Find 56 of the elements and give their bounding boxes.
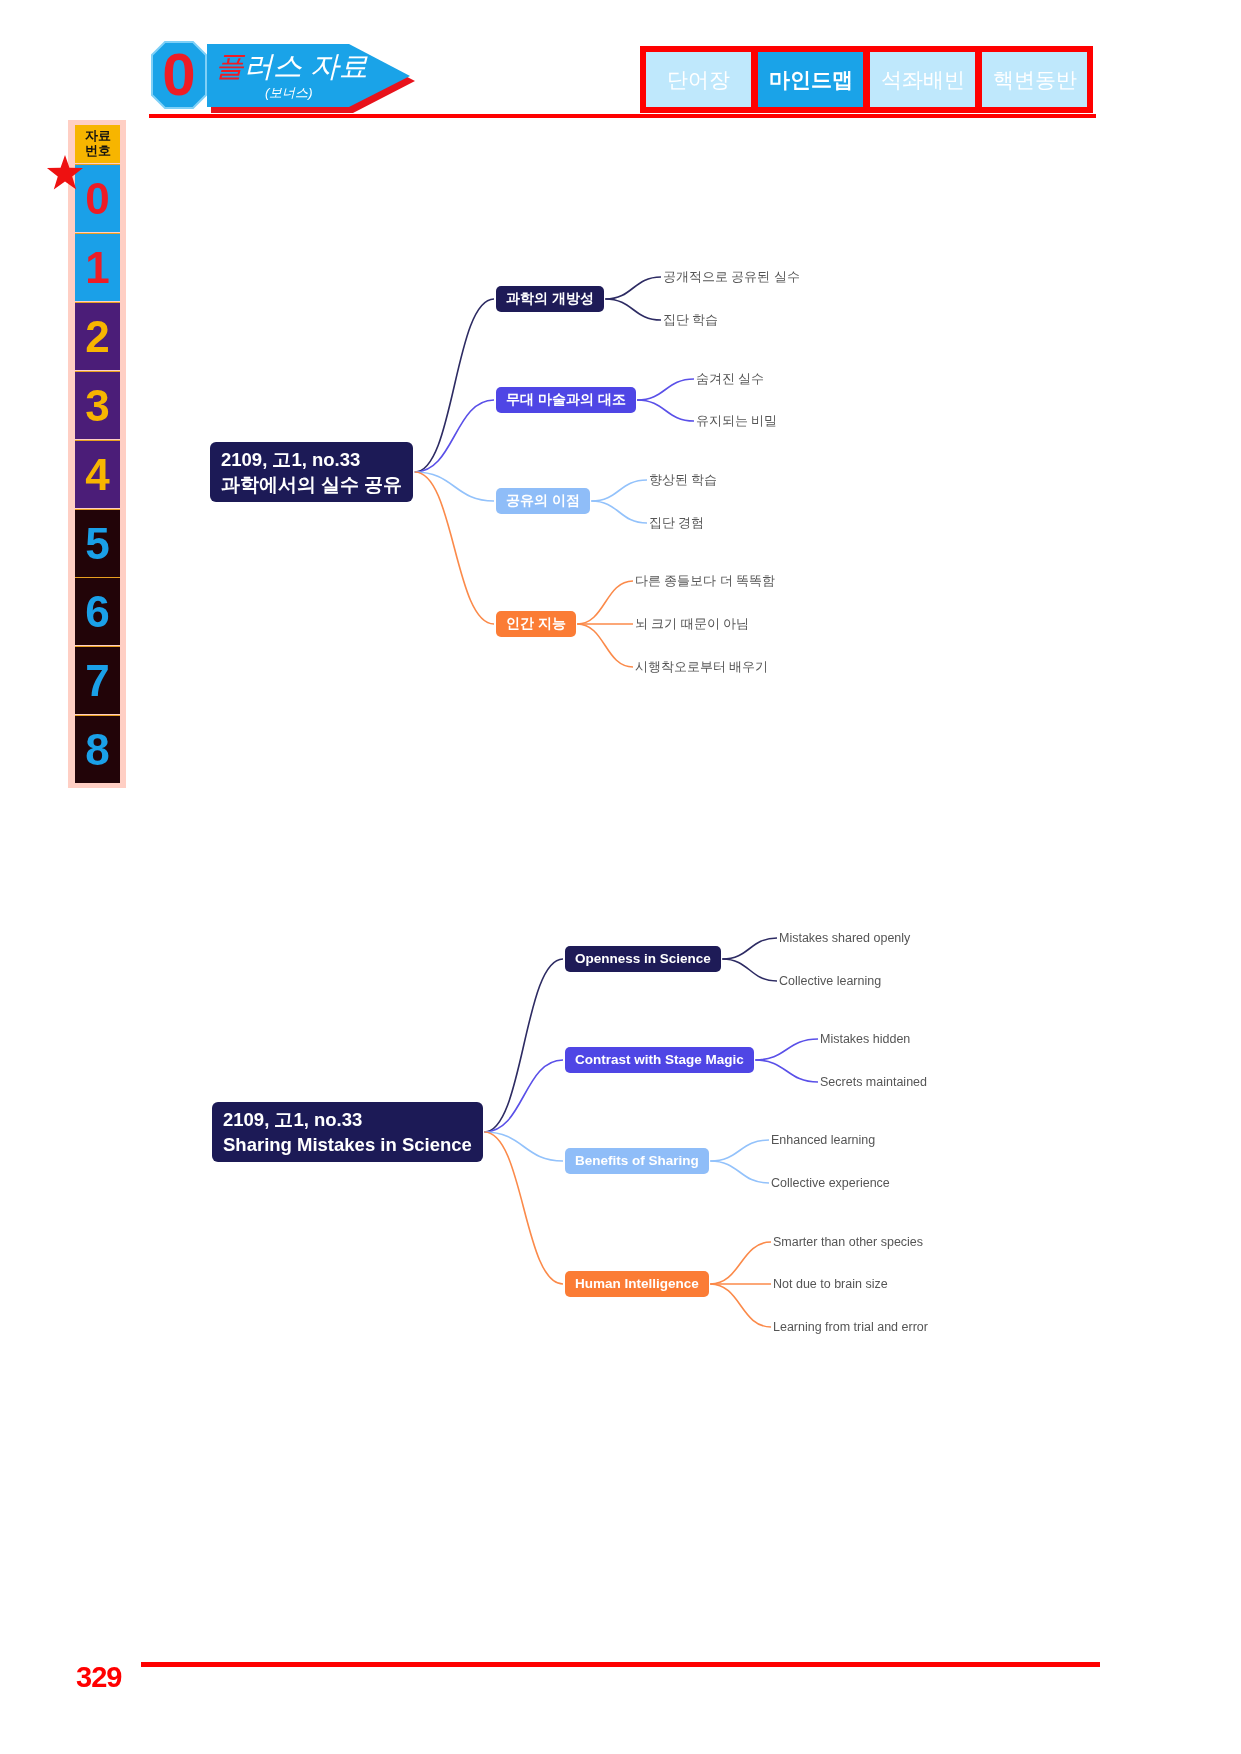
number-tab: 6 <box>75 577 120 646</box>
number-tab: 3 <box>75 370 120 439</box>
leaf-label: 다른 종들보다 더 똑똑함 <box>635 573 776 589</box>
leaf-label: Learning from trial and error <box>773 1319 928 1335</box>
number-tab: 2 <box>75 301 120 370</box>
active-tab: 마인드맵 <box>758 52 863 107</box>
connector <box>709 1283 772 1328</box>
leaf-label: 시행착오로부터 배우기 <box>635 659 769 675</box>
leaf-label: Not due to brain size <box>773 1276 888 1292</box>
branch-node: 공유의 이점 <box>496 488 590 514</box>
leaf-label: Secrets maintained <box>820 1074 927 1090</box>
number-tab: 8 <box>75 715 120 784</box>
leaf-label: 집단 경험 <box>649 515 705 531</box>
branch-node: Benefits of Sharing <box>565 1148 709 1174</box>
number-tab: 0 <box>75 164 120 232</box>
branch-node: 무대 마술과의 대조 <box>496 387 636 413</box>
leaf-label: 집단 학습 <box>663 312 719 328</box>
branch-node: 과학의 개방성 <box>496 286 604 312</box>
connector <box>590 500 648 524</box>
leaf-label: Collective experience <box>771 1175 890 1191</box>
number-tab: 4 <box>75 439 120 508</box>
branch-node: Openness in Science <box>565 946 721 972</box>
branch-node: 인간 지능 <box>496 611 576 637</box>
banner-title: 플러스 자료 <box>215 50 369 82</box>
page-number: 329 <box>76 1660 122 1694</box>
leaf-label: 향상된 학습 <box>649 472 718 488</box>
leaf-label: 뇌 크기 때문이 아님 <box>635 616 750 632</box>
number-tab: 1 <box>75 232 120 301</box>
connector <box>709 1160 770 1184</box>
leaf-label: 공개적으로 공유된 실수 <box>663 269 800 285</box>
nav-tab: 핵변동반 <box>982 52 1087 107</box>
root-node: 2109, 고1, no.33 과학에서의 실수 공유 <box>210 442 414 502</box>
number-tab: 7 <box>75 646 120 715</box>
number-tab: 5 <box>75 508 120 577</box>
branch-node: Contrast with Stage Magic <box>565 1047 754 1073</box>
connector <box>636 399 695 422</box>
leaf-label: Collective learning <box>779 973 882 989</box>
leaf-label: Mistakes hidden <box>820 1031 911 1047</box>
leaf-label: 유지되는 비밀 <box>696 413 778 429</box>
root-node: 2109, 고1, no.33 Sharing Mistakes in Science <box>212 1102 483 1162</box>
connector <box>576 623 634 668</box>
connector <box>483 1131 564 1285</box>
sidebar-heading: 자료 번호 <box>75 125 120 163</box>
connector <box>413 471 495 625</box>
leaf-label: Enhanced learning <box>771 1132 876 1148</box>
connector <box>721 958 778 982</box>
leaf-label: Mistakes shared openly <box>779 930 911 946</box>
connector <box>754 1059 819 1083</box>
branch-node: Human Intelligence <box>565 1271 709 1297</box>
leaf-label: Smarter than other species <box>773 1234 924 1250</box>
nav-tab: 단어장 <box>646 52 751 107</box>
leaf-label: 숨겨진 실수 <box>696 371 765 387</box>
badge-number: 0 <box>162 52 196 98</box>
banner-subtitle: (보너스) <box>265 85 313 101</box>
connector <box>604 298 662 321</box>
nav-tab: 석좌배빈 <box>870 52 975 107</box>
